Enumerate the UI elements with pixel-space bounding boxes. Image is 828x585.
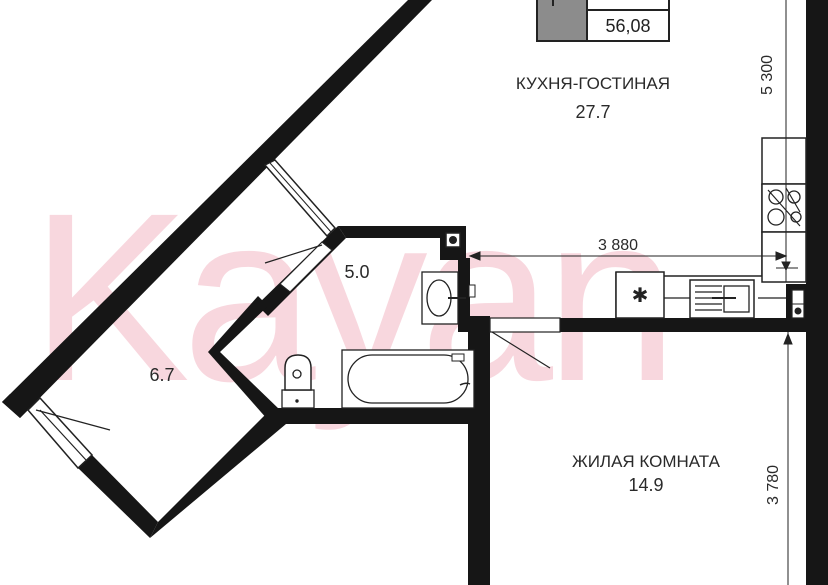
bathroom-wall-bottom <box>268 408 490 424</box>
toilet-icon <box>281 389 315 409</box>
total-area-value: 56,08 <box>605 16 650 36</box>
room-area-kitchen-living: 27.7 <box>575 102 610 122</box>
doors <box>35 241 561 461</box>
counter-outline <box>664 184 763 277</box>
dimension-kitchen-length: 5 300 <box>759 55 776 95</box>
hall-door-swing <box>35 409 111 431</box>
legend-table: 56,08 <box>536 0 670 42</box>
windows <box>26 159 337 470</box>
living-room-door-swing <box>491 331 551 369</box>
room-name-kitchen-living: КУХНЯ-ГОСТИНАЯ <box>516 74 670 93</box>
room-name-living-room: ЖИЛАЯ КОМНАТА <box>572 452 721 471</box>
hall-wall-inner-lower <box>208 352 280 420</box>
room-area-hall: 6.7 <box>149 365 174 385</box>
living-room-door-opening <box>489 317 561 333</box>
bathroom-wall-top <box>338 226 460 238</box>
room-area-living-room: 14.9 <box>628 475 663 495</box>
cabinet-icon <box>761 137 807 185</box>
legend-cell <box>586 0 670 42</box>
exterior-wall-right <box>806 0 828 585</box>
bathroom-wall-right-upper <box>458 258 470 320</box>
dimension-room-length: 3 780 <box>765 465 782 505</box>
exterior-wall-diagonal <box>2 0 432 418</box>
kitchen-fixtures: ✱ <box>615 137 807 319</box>
bathroom-fixtures <box>281 232 476 409</box>
dimension-lines <box>468 0 798 585</box>
partition-wall <box>560 318 808 332</box>
bathroom-door-opening <box>279 241 333 293</box>
window-lower-left <box>26 396 94 470</box>
exterior-wall-lower-left <box>78 455 158 538</box>
bathroom-door-swing <box>264 244 323 264</box>
svg-text:✱: ✱ <box>632 283 649 307</box>
hall-wall-bottom-right <box>150 408 286 538</box>
room-area-bathroom: 5.0 <box>344 262 369 282</box>
legend-swatch <box>536 0 588 42</box>
hall-wall-inner-upper <box>208 296 268 352</box>
refrigerator-icon <box>615 271 665 319</box>
dimension-kitchen-width: 3 880 <box>598 237 638 254</box>
